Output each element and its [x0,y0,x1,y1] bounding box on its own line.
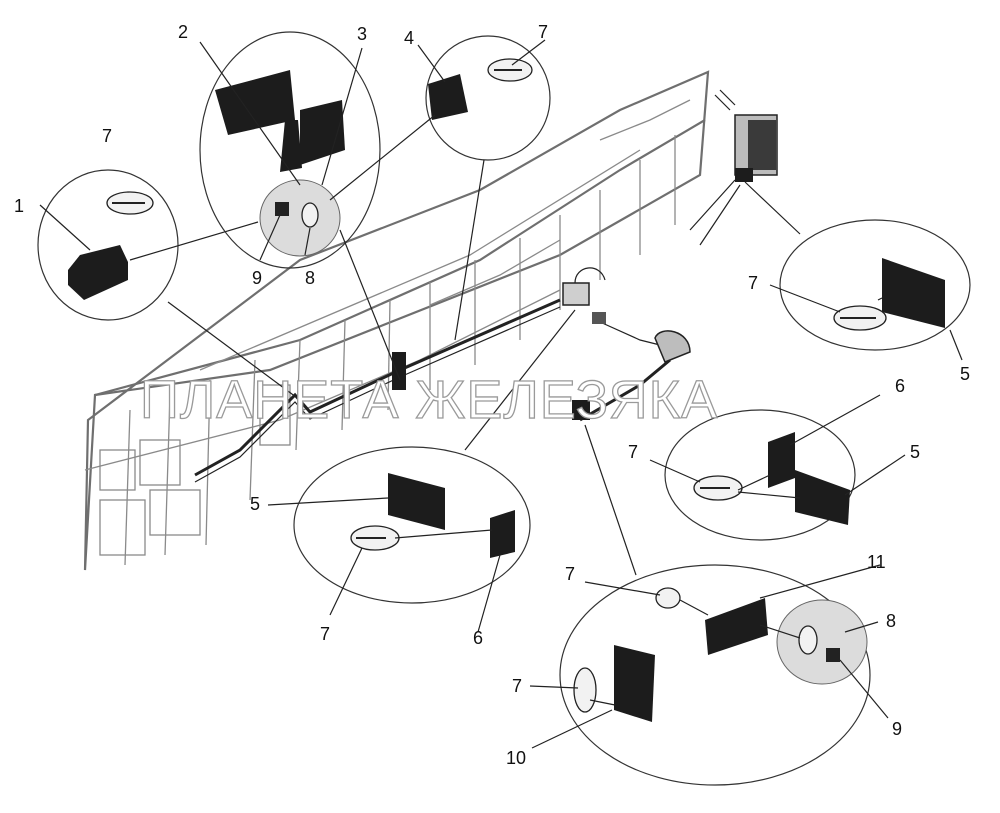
detail-bubble-1 [37,169,301,401]
callout-9-bottom: 9 [892,719,902,739]
callout-3: 3 [357,24,367,44]
callout-6-center: 6 [473,628,483,648]
callout-7-bottom-top: 7 [565,564,575,584]
callout-5-right: 5 [960,364,970,384]
junction-block [562,267,691,420]
watermark-text: ПЛАНЕТА ЖЕЛЕЗЯКА [140,370,718,430]
callout-7-right: 7 [748,273,758,293]
harness-clip-dark [392,352,406,390]
callout-8-top: 8 [305,268,315,288]
callout-9-top: 9 [252,268,262,288]
detail-bubble-6-5 [649,394,906,541]
callout-6-right: 6 [895,376,905,396]
callout-11: 11 [867,552,886,572]
callout-4: 4 [404,28,414,48]
callout-7-bottom-left: 7 [512,676,522,696]
callout-8-bottom: 8 [886,611,896,631]
callout-5-center: 5 [250,494,260,514]
callout-1: 1 [14,196,24,216]
detail-bubble-2-3 [199,31,401,381]
callout-7-center: 7 [320,624,330,644]
callout-5-mid: 5 [910,442,920,462]
detail-bubble-10-11 [529,424,889,786]
callout-7-mid: 7 [628,442,638,462]
callout-7-top: 7 [538,22,548,42]
relay-assembly [689,89,778,246]
callout-2: 2 [178,22,188,42]
callout-7-left: 7 [102,126,112,146]
detail-bubble-5-right [744,181,971,361]
wire-harness [194,298,671,483]
callout-labels: 1 7 2 3 9 8 4 7 7 5 6 5 7 5 7 6 7 11 8 9… [14,22,970,768]
detail-bubble-4 [329,35,551,341]
body-frame [83,70,710,571]
detail-bubble-5-6-center [267,309,576,633]
callout-10: 10 [506,748,526,768]
